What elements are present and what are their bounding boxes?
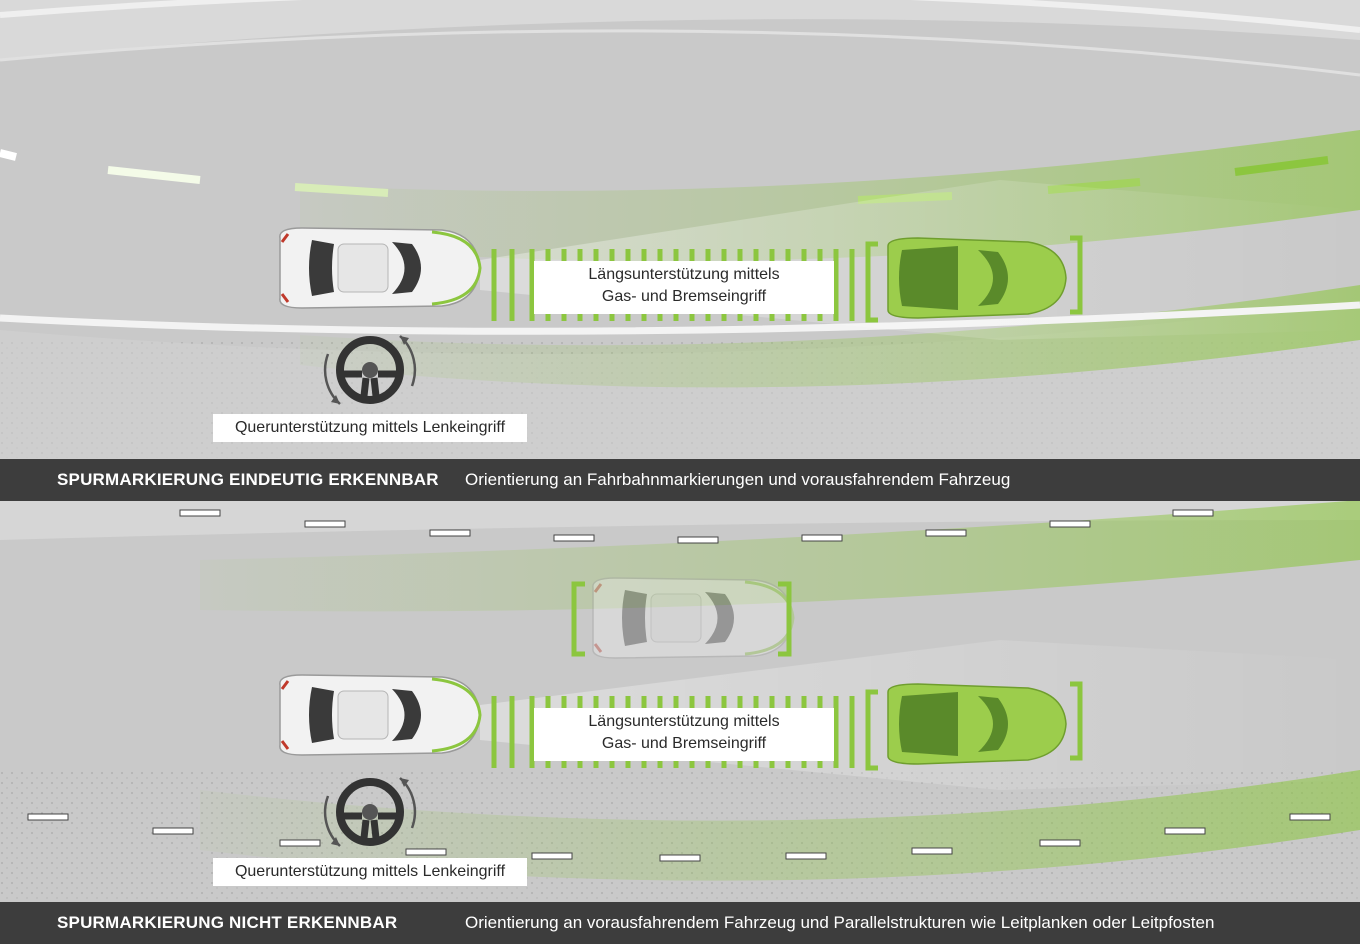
steering-wheel-icon <box>323 777 417 847</box>
target-bracket-icon <box>865 241 878 323</box>
lateral-support-label: Querunterstützung mittels Lenkeingriff <box>213 414 527 442</box>
steering-wheel-icon <box>323 335 417 405</box>
vanished-car-icon <box>591 576 795 660</box>
target-bracket-icon <box>571 581 585 657</box>
lateral-label-text: Querunterstützung mittels Lenkeingriff <box>234 419 506 436</box>
lead-car-icon <box>887 237 1067 319</box>
lead-car-icon <box>887 683 1067 765</box>
lateral-support-label: Querunterstützung mittels Lenkeingriff <box>213 858 527 886</box>
ego-car-icon <box>278 226 482 310</box>
longitudinal-label-line1: Längsunterstützung mittels <box>588 713 780 730</box>
caption-description: Orientierung an Fahrbahnmarkierungen und… <box>465 470 1011 489</box>
lane-corridor-glow-lower <box>300 285 1360 388</box>
panel-bottom-scene <box>0 500 1360 902</box>
longitudinal-support-label: Längsunterstützung mittels Gas- und Brem… <box>534 708 834 761</box>
caption-heading: SPURMARKIERUNG NICHT ERKENNBAR <box>57 913 398 932</box>
caption-heading: SPURMARKIERUNG EINDEUTIG ERKENNBAR <box>57 470 439 489</box>
target-bracket-icon <box>1070 235 1083 315</box>
panel-top-scene <box>0 0 1360 458</box>
guardrail-corridor-glow-lower <box>200 770 1360 881</box>
target-bracket-icon <box>778 581 792 657</box>
target-bracket-icon <box>1070 681 1083 761</box>
ego-car-icon <box>278 673 482 757</box>
longitudinal-support-label: Längsunterstützung mittels Gas- und Brem… <box>534 261 834 314</box>
target-bracket-icon <box>865 689 878 771</box>
longitudinal-label-line2: Gas- und Bremseingriff <box>601 735 767 752</box>
guardrail-corridor-glow <box>200 500 1360 612</box>
lateral-label-text: Querunterstützung mittels Lenkeingriff <box>234 863 506 880</box>
caption-band-top: SPURMARKIERUNG EINDEUTIG ERKENNBAR Orien… <box>0 459 1360 501</box>
longitudinal-label-line1: Längsunterstützung mittels <box>588 266 780 283</box>
longitudinal-label-line2: Gas- und Bremseingriff <box>601 288 767 305</box>
caption-band-bottom: SPURMARKIERUNG NICHT ERKENNBAR Orientier… <box>0 902 1360 944</box>
caption-description: Orientierung an vorausfahrendem Fahrzeug… <box>465 913 1215 932</box>
